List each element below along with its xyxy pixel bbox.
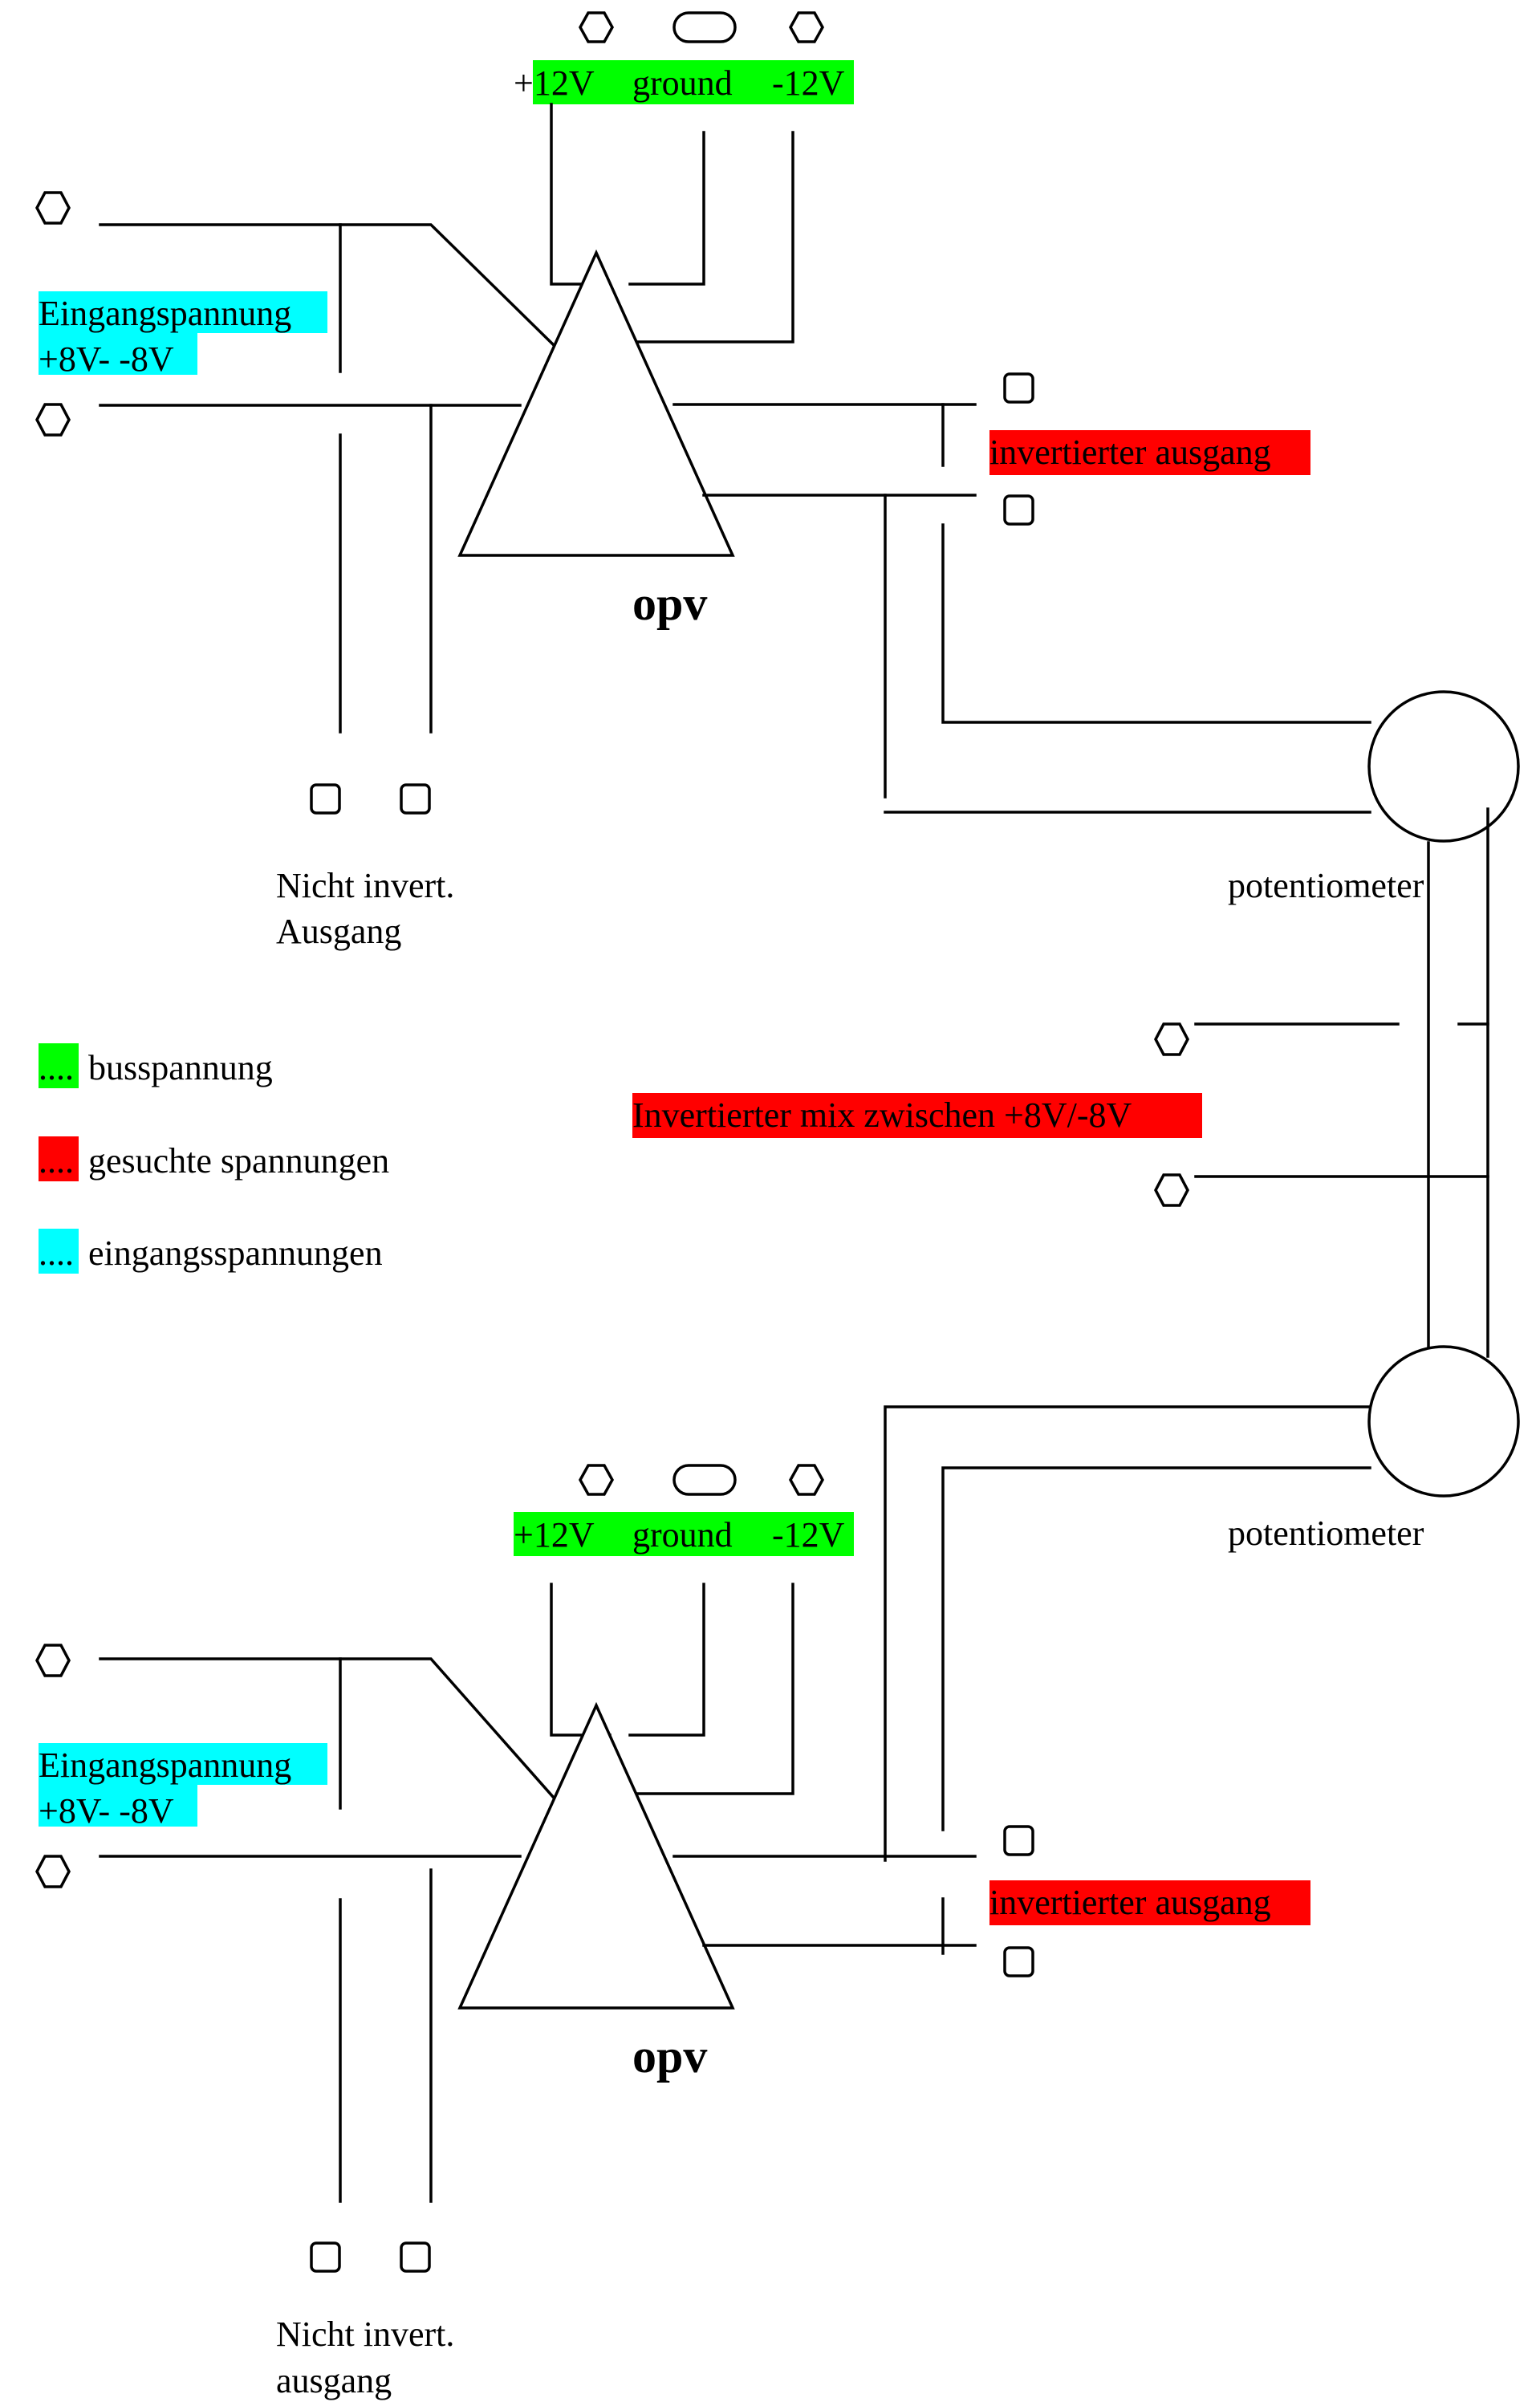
legend-bus-dots: .... bbox=[39, 1048, 74, 1087]
bottom-noninv-terminal-1 bbox=[310, 2241, 341, 2273]
bottom-pot-label: potentiometer bbox=[1228, 1514, 1424, 1553]
bottom-pot-wire-1 bbox=[884, 1405, 1371, 1862]
bottom-pot-wire-2 bbox=[941, 1466, 1371, 1831]
mix-label: Invertierter mix zwischen +8V/-8V bbox=[632, 1095, 1132, 1135]
top-input-label-line2: +8V- -8V bbox=[39, 339, 174, 379]
mix-label-highlight bbox=[632, 1093, 1202, 1138]
top-noninv-label-line1: Nicht invert. bbox=[276, 866, 454, 905]
top-input-terminal-2 bbox=[35, 403, 71, 437]
legend-bus-label: busspannung bbox=[88, 1048, 273, 1087]
top-input-terminal-1 bbox=[35, 191, 71, 225]
top-plus-supply-wire bbox=[550, 103, 612, 286]
top-input-wire-1 bbox=[99, 223, 556, 347]
bottom-input-highlight-1 bbox=[39, 1743, 327, 1785]
bottom-inv-output-terminal-1 bbox=[1003, 1825, 1034, 1856]
top-bus-minus-label: -12V bbox=[772, 63, 845, 103]
legend-output-label: gesuchte spannungen bbox=[88, 1141, 389, 1181]
bottom-input-label-line2: +8V- -8V bbox=[39, 1791, 174, 1831]
bottom-input-highlight-2 bbox=[39, 1785, 197, 1827]
top-potentiometer bbox=[1367, 690, 1520, 843]
bottom-inv-output-label: invertierter ausgang bbox=[989, 1883, 1271, 1922]
bottom-bus-minus-label: -12V bbox=[772, 1515, 845, 1555]
top-bus-ground-terminal bbox=[672, 11, 737, 43]
bottom-bus-minus-terminal bbox=[788, 1464, 825, 1496]
bottom-ground-wire bbox=[628, 1583, 705, 1737]
top-input-highlight-2 bbox=[39, 333, 197, 375]
top-opv-label: opv bbox=[632, 577, 707, 630]
bottom-plus-supply-wire bbox=[550, 1583, 612, 1737]
bottom-opamp-triangle bbox=[457, 1701, 735, 2010]
bottom-bus-highlight bbox=[514, 1512, 854, 1556]
legend-output-dots: .... bbox=[39, 1141, 74, 1181]
top-noninv-label-line2: Ausgang bbox=[276, 912, 401, 951]
legend: .... busspannung .... gesuchte spannunge… bbox=[39, 1043, 389, 1274]
bottom-input-wire-1 bbox=[99, 1657, 556, 1800]
top-bus-plus-terminal bbox=[578, 11, 615, 43]
top-circuit: +12V ground -12V Eingangspannung +8V- -8… bbox=[35, 11, 1520, 951]
bottom-opv-label: opv bbox=[632, 2030, 707, 2083]
bottom-noninv-terminal-2 bbox=[400, 2241, 431, 2273]
bottom-circuit: potentiometer +12V ground -12V Eingangsp… bbox=[35, 1345, 1520, 2400]
legend-input-label: eingangsspannungen bbox=[88, 1233, 383, 1273]
top-inv-output-terminal-1 bbox=[1003, 372, 1034, 404]
bottom-bus-plus-label: +12V bbox=[514, 1515, 595, 1555]
top-bus-plus-label: +12V bbox=[514, 63, 595, 103]
bottom-minus-supply-wire bbox=[632, 1583, 794, 1795]
top-input-label-line1: Eingangspannung bbox=[39, 294, 291, 333]
top-inv-output-terminal-2 bbox=[1003, 494, 1034, 526]
bottom-inv-output-highlight bbox=[989, 1880, 1310, 1925]
bottom-input-label-line1: Eingangspannung bbox=[39, 1746, 291, 1785]
bottom-noninv-label-line1: Nicht invert. bbox=[276, 2315, 454, 2354]
bottom-inv-output-terminal-2 bbox=[1003, 1946, 1034, 1977]
top-bus-minus-terminal bbox=[788, 11, 825, 43]
legend-input-swatch bbox=[39, 1229, 79, 1274]
top-noninv-terminal-2 bbox=[400, 783, 431, 815]
top-noninv-terminal-1 bbox=[310, 783, 341, 815]
bottom-potentiometer bbox=[1367, 1345, 1520, 1498]
top-bus-ground-label: ground bbox=[632, 63, 733, 103]
top-bus-highlight bbox=[533, 60, 854, 104]
top-opamp-triangle bbox=[457, 249, 735, 557]
top-pot-wire-1 bbox=[941, 523, 1371, 724]
top-minus-supply-wire bbox=[632, 131, 794, 343]
bottom-bus-ground-label: ground bbox=[632, 1515, 733, 1555]
top-input-highlight-1 bbox=[39, 291, 327, 333]
bottom-bus-ground-terminal bbox=[672, 1464, 737, 1496]
top-inv-output-highlight bbox=[989, 430, 1310, 475]
bottom-input-terminal-2 bbox=[35, 1855, 71, 1888]
mix-section: Invertierter mix zwischen +8V/-8V bbox=[632, 807, 1489, 1358]
bottom-noninv-label-line2: ausgang bbox=[276, 2361, 392, 2400]
bottom-bus-plus-terminal bbox=[578, 1464, 615, 1496]
top-pot-label: potentiometer bbox=[1228, 866, 1424, 905]
legend-input-dots: .... bbox=[39, 1233, 74, 1273]
top-inv-output-label: invertierter ausgang bbox=[989, 433, 1271, 472]
mix-terminal-2 bbox=[1154, 1173, 1189, 1207]
legend-bus-swatch bbox=[39, 1043, 79, 1088]
bottom-input-terminal-1 bbox=[35, 1644, 71, 1677]
legend-output-swatch bbox=[39, 1136, 79, 1181]
mix-terminal-1 bbox=[1154, 1022, 1189, 1056]
top-ground-wire bbox=[628, 131, 705, 286]
